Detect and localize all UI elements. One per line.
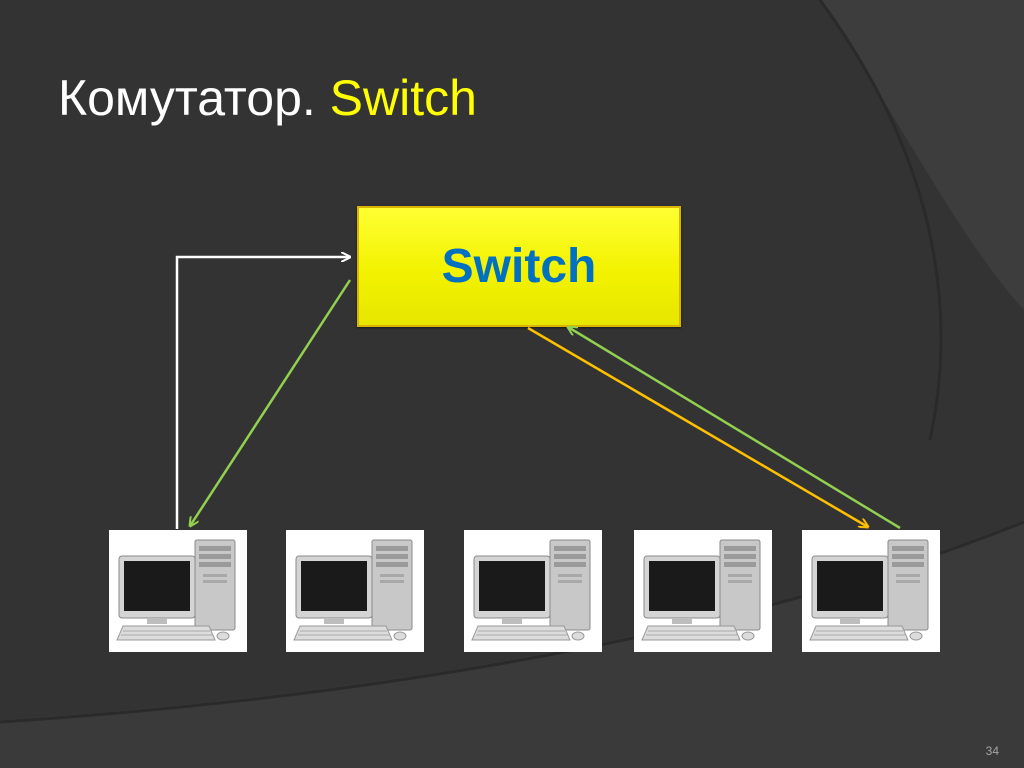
slide-title: Комутатор. Switch (58, 66, 477, 130)
arrow-switch-to-pc1 (190, 279, 352, 526)
desktop-computer-icon (641, 539, 761, 641)
bg-arc-line (818, 0, 943, 441)
computer-4 (634, 530, 772, 652)
slide-title-main: Комутатор. (58, 70, 316, 126)
computer-3 (464, 530, 602, 652)
desktop-computer-icon (471, 539, 591, 641)
arrow-pc5-to-switch (568, 327, 901, 530)
switch-label: Switch (441, 240, 597, 293)
computer-5 (802, 530, 940, 652)
desktop-computer-icon (809, 539, 929, 641)
arrow-pc1-to-switch (175, 257, 350, 529)
slide-title-accent: Switch (329, 70, 477, 126)
arrow-switch-to-pc5 (527, 326, 868, 527)
bg-curve-bottom (0, 520, 1024, 768)
computer-2 (286, 530, 424, 652)
switch-node: Switch (357, 206, 681, 327)
desktop-computer-icon (116, 539, 236, 641)
desktop-computer-icon (293, 539, 413, 641)
page-number: 34 (985, 744, 999, 758)
computer-1 (109, 530, 247, 652)
